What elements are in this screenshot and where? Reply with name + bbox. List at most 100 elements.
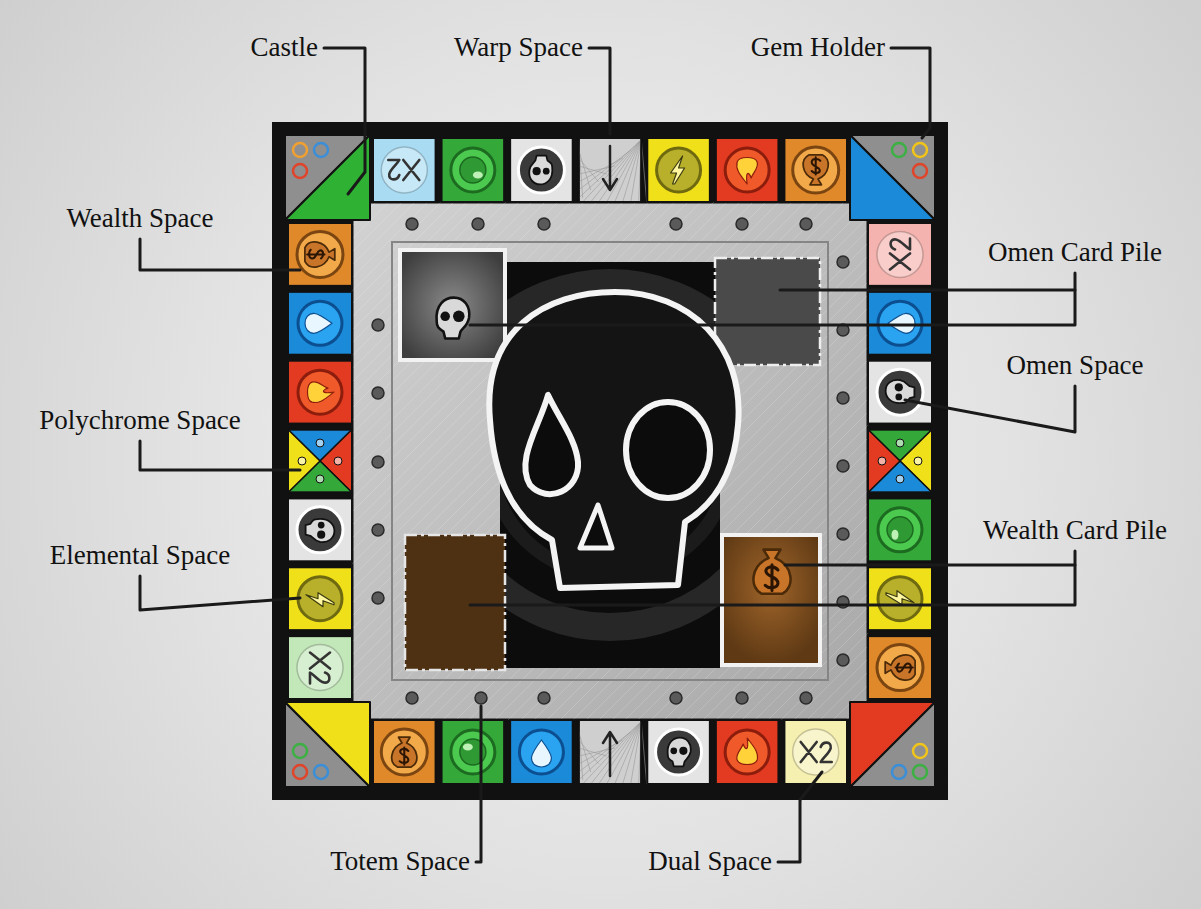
leader-line	[476, 706, 481, 862]
totem-space	[372, 319, 384, 331]
dual-mark	[801, 742, 832, 762]
space-disc	[298, 577, 342, 621]
dollar-sign	[765, 565, 778, 591]
bag-shape	[885, 655, 915, 680]
space-border	[579, 720, 642, 784]
earth-orb	[460, 157, 486, 183]
space-bg	[442, 720, 505, 784]
dual-scrawl	[310, 653, 330, 684]
polychrome-mark	[896, 439, 904, 447]
elemental-space	[716, 138, 779, 202]
castle	[850, 135, 935, 220]
polychrome-mark	[914, 457, 922, 465]
texture-stroke	[591, 139, 642, 202]
element-mark	[460, 157, 486, 183]
space-bg	[288, 361, 352, 424]
lightning-bolt	[671, 156, 685, 184]
texture-stroke	[391, 202, 868, 720]
gem-slot	[293, 744, 307, 758]
space-bg	[716, 138, 779, 202]
totem-space	[837, 460, 849, 472]
texture-stroke	[607, 139, 642, 202]
money-bag-icon	[392, 737, 417, 767]
skull-icon	[306, 519, 335, 542]
elemental-space	[442, 720, 505, 784]
space-bg	[579, 720, 642, 784]
board-frame	[272, 122, 948, 800]
skull-shape	[437, 298, 470, 339]
polychrome-mark	[298, 457, 306, 465]
space-bg	[579, 138, 642, 202]
element-mark	[886, 591, 914, 605]
texture-stroke	[352, 202, 844, 720]
polychrome-mark	[334, 457, 342, 465]
space-bg	[784, 138, 847, 202]
warp-arrow	[603, 146, 617, 190]
totem-space	[406, 218, 418, 230]
leader-line	[470, 551, 1075, 605]
space-disc	[877, 369, 923, 415]
totem-space	[406, 692, 418, 704]
dual-scrawl	[890, 238, 910, 269]
totem-space	[837, 528, 849, 540]
omen-space	[288, 498, 352, 561]
dual-scrawl	[801, 742, 832, 762]
lightning-bolt	[886, 591, 914, 605]
space-disc	[518, 147, 564, 193]
gem-slot	[293, 765, 307, 779]
skull-icon	[529, 156, 552, 185]
skull-eye	[318, 522, 325, 529]
lightning-bolt	[306, 593, 334, 607]
skull-eye	[679, 747, 687, 755]
leader-line	[905, 386, 1075, 432]
wealth-card-pile	[722, 535, 820, 665]
dual-mark	[310, 653, 330, 684]
leader-line	[780, 289, 1075, 292]
callout-label: Polychrome Space	[39, 405, 241, 436]
dollar-sign	[896, 664, 913, 673]
leader-line	[324, 48, 365, 194]
texture-stroke	[583, 139, 642, 202]
texture-stroke	[583, 721, 642, 784]
skull-eye	[440, 312, 450, 322]
wealth-mark	[803, 155, 828, 185]
texture-stroke	[352, 202, 857, 720]
callout-label: Totem Space	[330, 846, 470, 877]
skull-shape	[306, 519, 335, 542]
space-bg	[716, 720, 779, 784]
totem-space	[837, 654, 849, 666]
leader-line	[785, 564, 1075, 567]
water-drop	[531, 740, 551, 767]
gem-holder	[285, 702, 370, 787]
totem-space	[538, 218, 550, 230]
totem-space	[475, 692, 487, 704]
gem-holder	[285, 135, 370, 220]
leader-line	[140, 576, 300, 610]
leader-line	[140, 441, 300, 470]
elemental-space	[510, 720, 573, 784]
totem-space	[837, 392, 849, 404]
gem-slot	[892, 143, 906, 157]
money-bag-icon	[305, 242, 335, 267]
orb-highlight	[463, 744, 473, 751]
texture-stroke	[607, 721, 642, 784]
elemental-space	[647, 138, 710, 202]
leader-line	[589, 48, 610, 134]
arrow-shape	[603, 732, 617, 776]
space-bg	[868, 498, 932, 561]
leader-line	[891, 48, 930, 138]
callout-label: Omen Card Pile	[988, 237, 1162, 268]
space-bg	[647, 720, 710, 784]
skull-eye	[626, 402, 710, 498]
dual-space	[373, 138, 436, 202]
dual-mark	[388, 160, 419, 180]
space-bg	[868, 292, 932, 355]
track-texture	[352, 202, 868, 720]
space-bg	[510, 138, 573, 202]
skull-shape	[668, 738, 691, 767]
wealth-mark	[305, 242, 335, 267]
space-disc	[451, 148, 495, 192]
gem-holder	[850, 702, 935, 787]
castle	[850, 702, 935, 787]
